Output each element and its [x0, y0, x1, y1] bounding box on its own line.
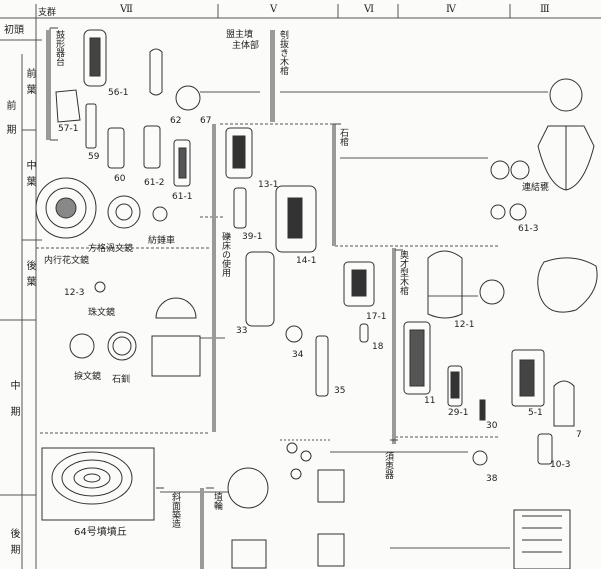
- item-7-drawing: [554, 381, 574, 426]
- sueki-small-c-drawing: [291, 469, 301, 479]
- coffin-39-1-drawing: [234, 188, 246, 228]
- coffin-57-1-drawing: [56, 90, 80, 122]
- item-34-drawing: [286, 326, 302, 342]
- haniwa-fragment-d-drawing: [318, 534, 344, 566]
- coffin-60-drawing: [108, 128, 124, 168]
- item-10-3-drawing: [538, 434, 552, 464]
- jar-61-3-a-drawing: [491, 205, 505, 219]
- ishikushiro-drawing: [108, 332, 136, 360]
- shumon-mirror-drawing: [95, 282, 105, 292]
- sueki-small-a-drawing: [287, 443, 297, 453]
- sueki-38-drawing: [473, 451, 487, 465]
- spindle-whorl-drawing: [153, 207, 167, 221]
- item-62-drawing: [150, 49, 162, 95]
- item-30-drawing: [480, 400, 485, 420]
- coffin-33-drawing: [246, 252, 274, 326]
- haniwa-fragment-a-drawing: [228, 468, 268, 508]
- haniwa-fragment-b-drawing: [232, 540, 266, 568]
- hokaku-mirror-drawing: [108, 196, 140, 228]
- item-67-drawing: [176, 86, 200, 110]
- item-18-drawing: [360, 324, 368, 342]
- sueki-small-b-drawing: [301, 451, 311, 461]
- jar-phase3-b-drawing: [538, 258, 597, 312]
- coffin-61-2-drawing: [144, 126, 160, 168]
- haniwa-fragment-c-drawing: [318, 470, 344, 502]
- item-12-1-jar-drawing: [480, 280, 504, 304]
- jar-phase3-a-drawing: [550, 79, 582, 111]
- coffin-59-drawing: [86, 104, 96, 148]
- connected-jar-b-drawing: [511, 161, 529, 179]
- vessel-sherd-drawing: [156, 298, 196, 318]
- item-35-drawing: [316, 336, 328, 396]
- sekkyo-mirror-drawing: [70, 334, 94, 358]
- connected-jar-a-drawing: [491, 161, 509, 179]
- jar-61-3-b-drawing: [510, 204, 526, 220]
- coffin-12-1-drawing: [428, 251, 462, 318]
- mound-64-contour-map: [42, 448, 154, 520]
